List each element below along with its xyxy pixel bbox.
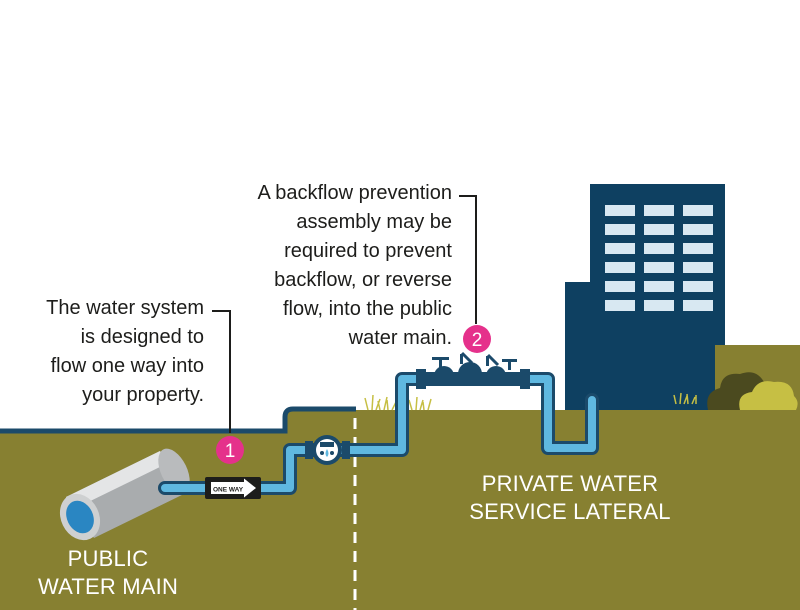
marker-1-number: 1 bbox=[225, 441, 236, 462]
marker-2: 2 bbox=[463, 325, 491, 353]
callout-1-text: The water system is designed to flow one… bbox=[0, 294, 204, 410]
curb-edge bbox=[0, 406, 356, 434]
callout-1-line: is designed to bbox=[80, 326, 204, 348]
callout-2-line: water main. bbox=[348, 327, 452, 349]
building-windows bbox=[605, 205, 713, 311]
ground bbox=[0, 388, 800, 610]
callout-1-line: The water system bbox=[46, 297, 204, 319]
callout-2-line: backflow, or reverse bbox=[274, 269, 452, 291]
label-line: PRIVATE WATER bbox=[481, 471, 659, 496]
callout-1-line: flow one way into bbox=[50, 355, 204, 377]
private-service-lateral-label: PRIVATE WATER SERVICE LATERAL bbox=[445, 470, 695, 526]
label-line: PUBLIC bbox=[67, 546, 149, 571]
one-way-sign: ONE WAY bbox=[205, 477, 261, 499]
grass-tufts bbox=[364, 392, 697, 411]
label-line: SERVICE LATERAL bbox=[469, 499, 671, 524]
leader-line-2 bbox=[459, 195, 477, 324]
service-pipe bbox=[158, 372, 599, 495]
callout-2-line: required to prevent bbox=[284, 240, 452, 262]
public-water-main-label: PUBLIC WATER MAIN bbox=[8, 545, 208, 601]
one-way-sign-text: ONE WAY bbox=[213, 487, 244, 494]
marker-1: 1 bbox=[216, 436, 244, 464]
callout-2-line: A backflow prevention bbox=[257, 182, 452, 204]
callout-2-text: A backflow prevention assembly may be re… bbox=[190, 179, 452, 353]
label-line: WATER MAIN bbox=[37, 574, 179, 599]
callout-1-line: your property. bbox=[82, 384, 204, 406]
water-meter-icon bbox=[305, 435, 350, 465]
bushes bbox=[707, 372, 798, 410]
marker-2-number: 2 bbox=[472, 330, 483, 351]
callout-2-line: flow, into the public bbox=[283, 298, 452, 320]
leader-line-1 bbox=[212, 310, 231, 433]
building bbox=[565, 184, 800, 410]
callout-2-line: assembly may be bbox=[296, 211, 452, 233]
backflow-assembly-icon bbox=[416, 351, 530, 389]
